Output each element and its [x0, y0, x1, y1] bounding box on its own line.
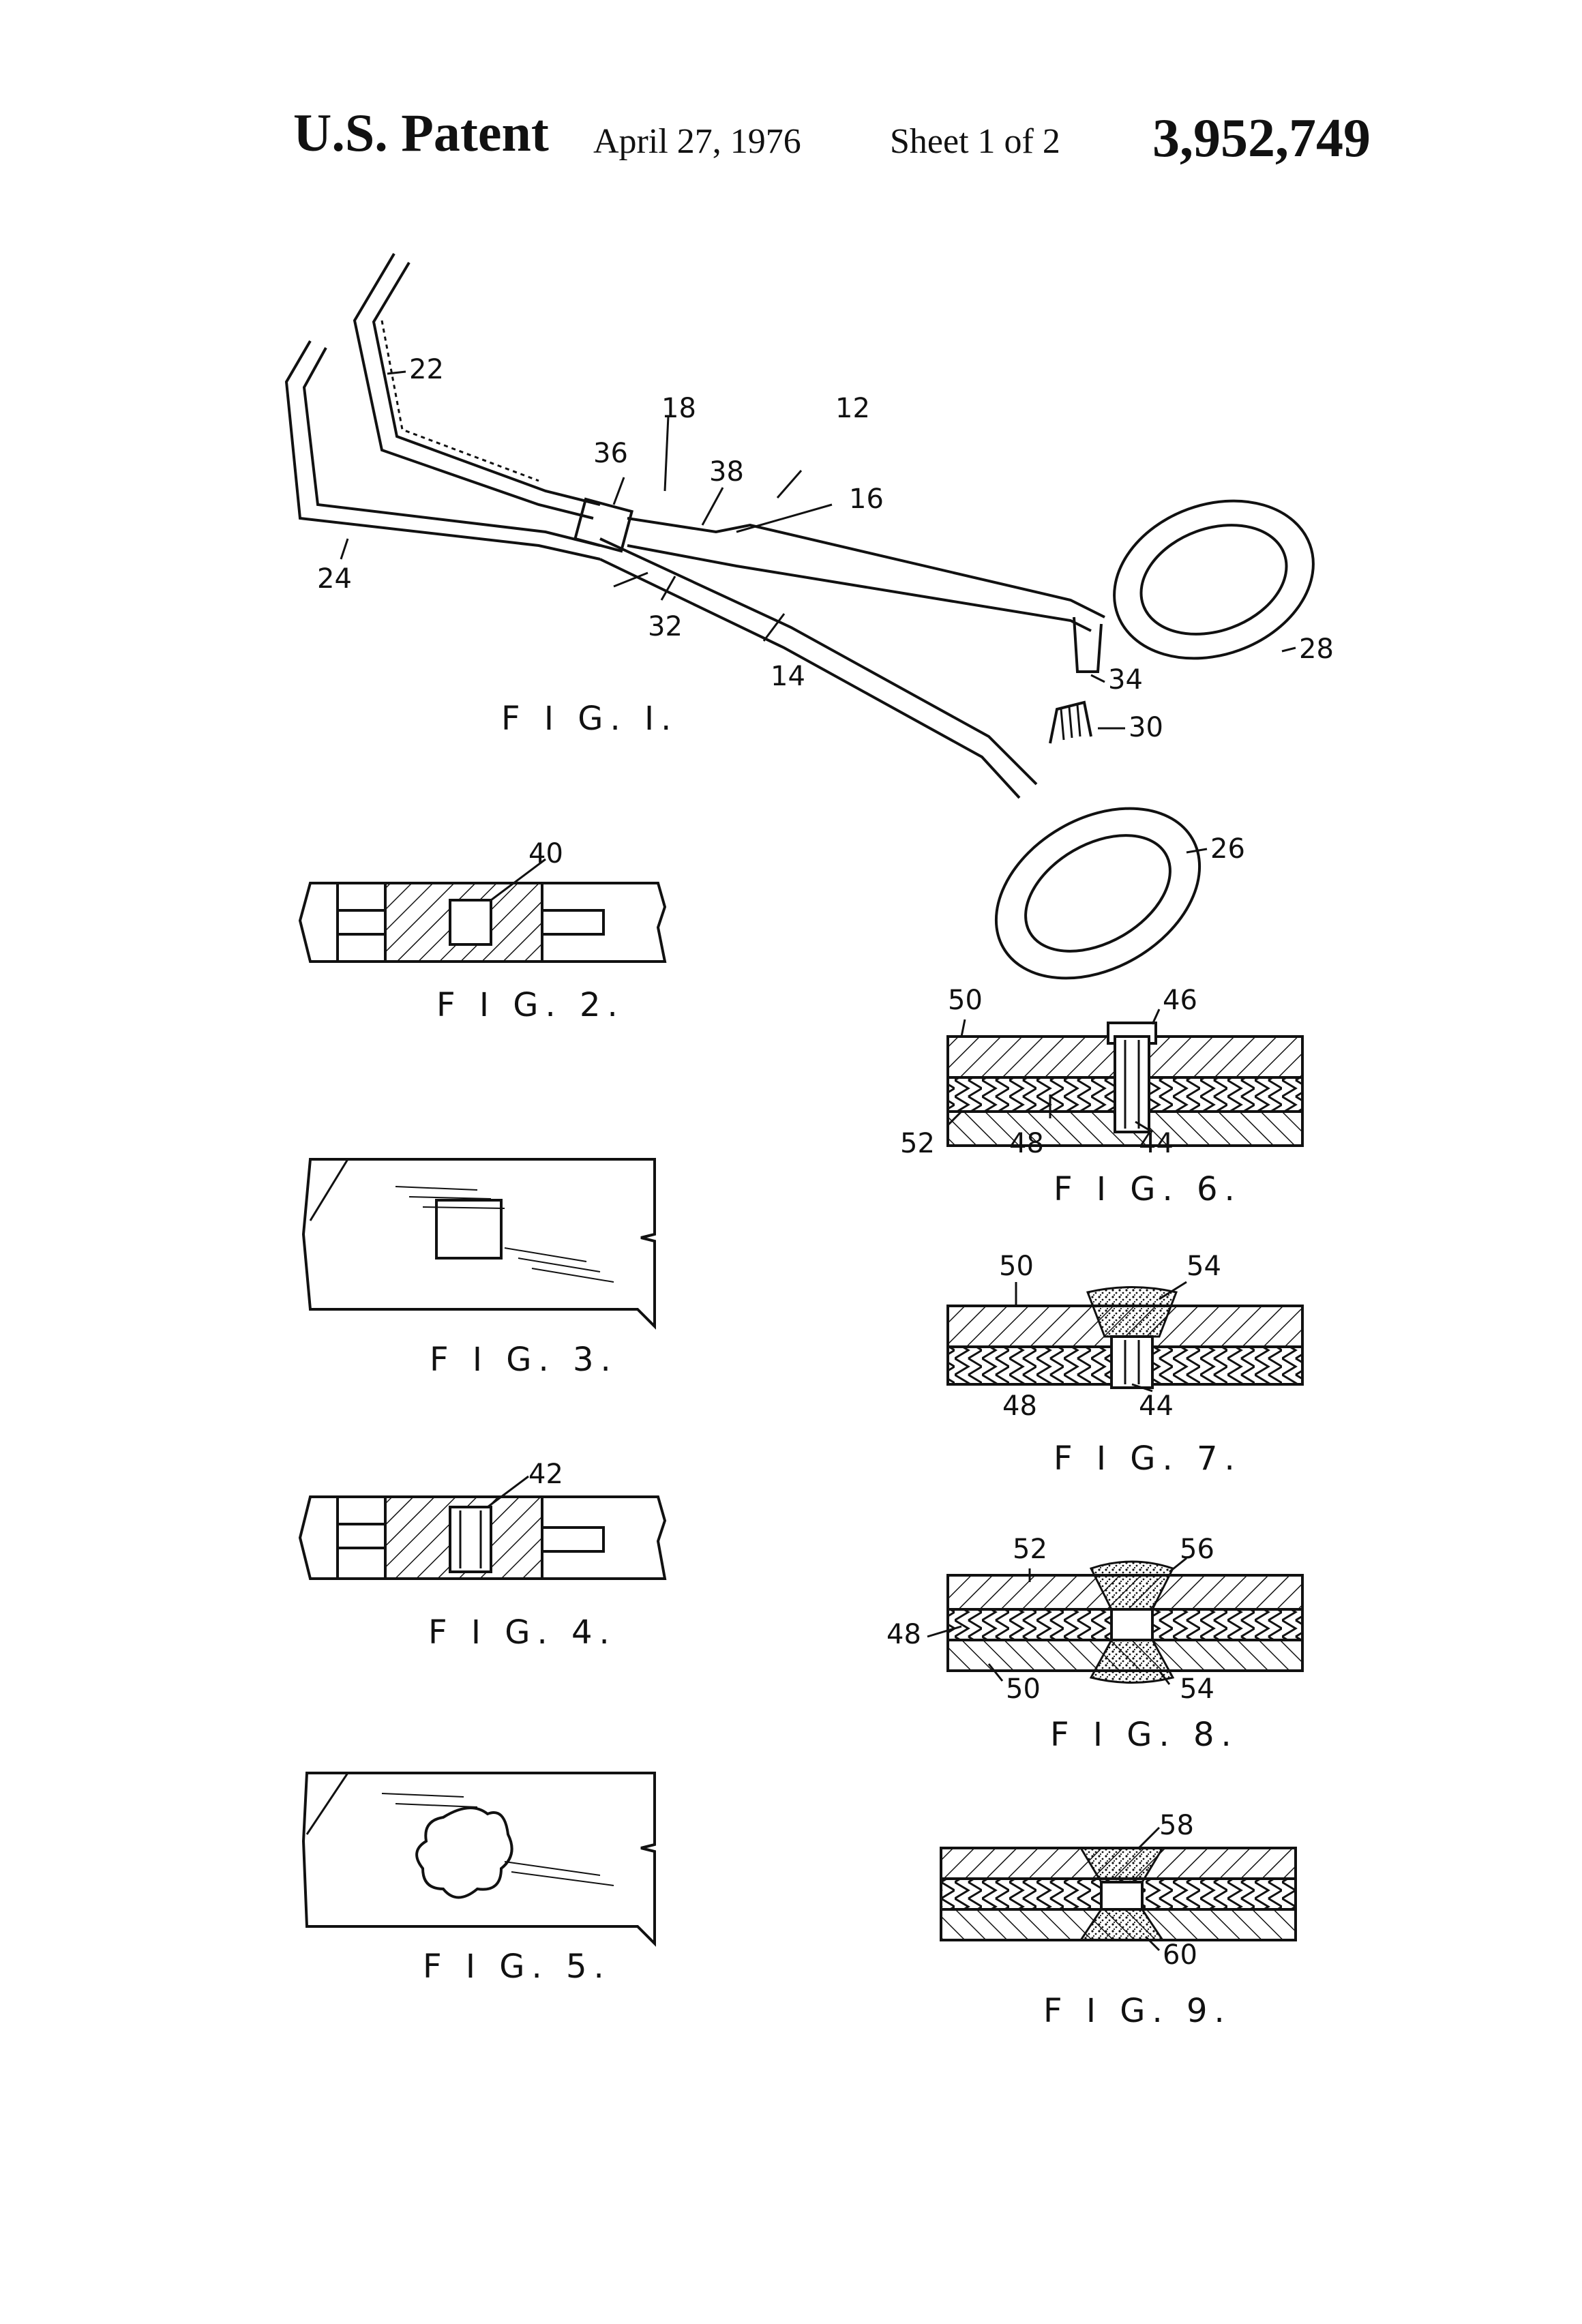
ref-50: 50 [948, 985, 983, 1016]
ref-34: 36 [593, 438, 628, 469]
ref-14: 14 [771, 661, 805, 692]
ref-42: 42 [528, 1459, 563, 1490]
ref-50-fig7: 50 [999, 1251, 1034, 1282]
fig4-drawing [300, 1476, 665, 1579]
fig2-label: F I G. 2. [436, 986, 625, 1024]
ref-54-fig8: 54 [1180, 1673, 1214, 1705]
fig6-label: F I G. 6. [1054, 1170, 1242, 1208]
ref-58: 58 [1159, 1810, 1194, 1841]
ref-40: 40 [528, 838, 563, 869]
fig2-drawing [300, 859, 665, 962]
ref-54: 54 [1186, 1251, 1221, 1282]
ref-60: 60 [1163, 1939, 1197, 1971]
ref-46: 46 [1163, 985, 1197, 1016]
ref-24: 26 [1210, 833, 1245, 865]
ref-26: 28 [1299, 634, 1334, 665]
fig3-drawing [303, 1159, 655, 1326]
fig8-drawing [927, 1558, 1302, 1684]
ref-52-fig8: 52 [1013, 1534, 1047, 1565]
ref-44: 44 [1139, 1128, 1174, 1159]
fig1-label: F I G. I. [501, 700, 678, 738]
ref-50-fig8: 50 [1006, 1673, 1041, 1705]
fig8-label: F I G. 8. [1050, 1716, 1238, 1754]
ref-44-fig7: 44 [1139, 1390, 1174, 1422]
ref-48-fig8: 48 [886, 1619, 921, 1650]
ref-12: 12 [835, 393, 870, 424]
fig6-drawing [948, 1009, 1302, 1146]
ref-30: 34 [1108, 664, 1143, 696]
fig3-label: F I G. 3. [430, 1341, 618, 1379]
ref-48: 48 [1009, 1128, 1044, 1159]
ref-16: 16 [849, 483, 884, 515]
fig5-drawing [303, 1773, 655, 1943]
ref-20: 22 [409, 354, 444, 385]
ref-18: 18 [661, 393, 696, 424]
ref-28: 30 [1129, 712, 1163, 743]
fig1-reference-numerals: 22 18 12 36 38 16 24 32 28 14 34 30 26 [317, 354, 1334, 865]
fig7-label: F I G. 7. [1054, 1440, 1242, 1478]
fig7-drawing [948, 1282, 1302, 1391]
ref-32: 32 [648, 611, 683, 642]
fig4-label: F I G. 4. [428, 1613, 616, 1652]
fig9-drawing [941, 1828, 1296, 1950]
ref-48-fig7: 48 [1002, 1390, 1037, 1422]
ref-38: 38 [709, 456, 744, 488]
ref-22: 24 [317, 563, 352, 595]
ref-56: 56 [1180, 1534, 1214, 1565]
fig5-label: F I G. 5. [423, 1948, 611, 1986]
fig9-label: F I G. 9. [1043, 1992, 1232, 2030]
ref-52: 52 [900, 1128, 935, 1159]
